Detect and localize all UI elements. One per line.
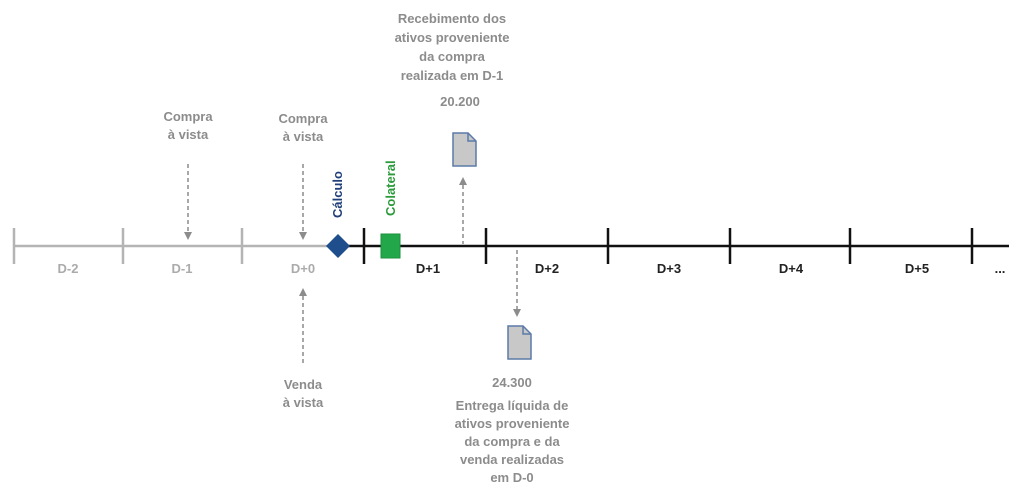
document-fold-icon xyxy=(467,133,476,142)
venda-d0-line2: à vista xyxy=(283,395,324,410)
day-label-d4: D+4 xyxy=(779,261,804,276)
day-label-d1: D+1 xyxy=(416,261,440,276)
recebimento-annotation: Recebimento dos ativos proveniente da co… xyxy=(395,11,510,244)
document-icon xyxy=(452,132,477,167)
entrega-line3: da compra e da xyxy=(464,434,560,449)
compra-d-1-arrowhead xyxy=(184,232,192,240)
recebimento-line4: realizada em D-1 xyxy=(401,68,504,83)
entrega-amount: 24.300 xyxy=(492,375,532,390)
compra-d0-line1: Compra xyxy=(278,111,328,126)
compra-d0-annotation: Compra à vista xyxy=(278,111,328,240)
recebimento-line1: Recebimento dos xyxy=(398,11,506,26)
compra-d-1-annotation: Compra à vista xyxy=(163,109,213,240)
entrega-annotation: 24.300 Entrega líquida de ativos proveni… xyxy=(455,250,570,485)
calculo-label: Cálculo xyxy=(330,171,345,218)
recebimento-arrowhead xyxy=(459,177,467,185)
entrega-line4: venda realizadas xyxy=(460,452,564,467)
document-icon xyxy=(507,325,532,360)
venda-d0-annotation: Venda à vista xyxy=(283,288,324,410)
recebimento-line3: da compra xyxy=(419,49,486,64)
day-label-d3: D+3 xyxy=(657,261,681,276)
day-label-d-2: D-2 xyxy=(58,261,79,276)
compra-d-1-line1: Compra xyxy=(163,109,213,124)
compra-d0-arrowhead xyxy=(299,232,307,240)
calculo-diamond-icon xyxy=(326,234,350,258)
colateral-label: Colateral xyxy=(383,160,398,216)
day-label-ellipsis: ... xyxy=(995,261,1006,276)
compra-d-1-line2: à vista xyxy=(168,127,209,142)
venda-d0-line1: Venda xyxy=(284,377,323,392)
recebimento-line2: ativos proveniente xyxy=(395,30,510,45)
day-label-d2: D+2 xyxy=(535,261,559,276)
document-fold-icon xyxy=(522,326,531,335)
day-label-d0: D+0 xyxy=(291,261,315,276)
colateral-square-icon xyxy=(380,233,401,259)
entrega-line5: em D-0 xyxy=(490,470,533,485)
calculo-marker-group: Cálculo xyxy=(326,171,350,258)
recebimento-amount: 20.200 xyxy=(440,94,480,109)
entrega-arrowhead xyxy=(513,309,521,317)
entrega-line1: Entrega líquida de xyxy=(456,398,569,413)
entrega-line2: ativos proveniente xyxy=(455,416,570,431)
venda-d0-arrowhead xyxy=(299,288,307,296)
day-label-d-1: D-1 xyxy=(172,261,193,276)
colateral-marker-group: Colateral xyxy=(380,160,401,259)
compra-d0-line2: à vista xyxy=(283,129,324,144)
day-label-d5: D+5 xyxy=(905,261,929,276)
